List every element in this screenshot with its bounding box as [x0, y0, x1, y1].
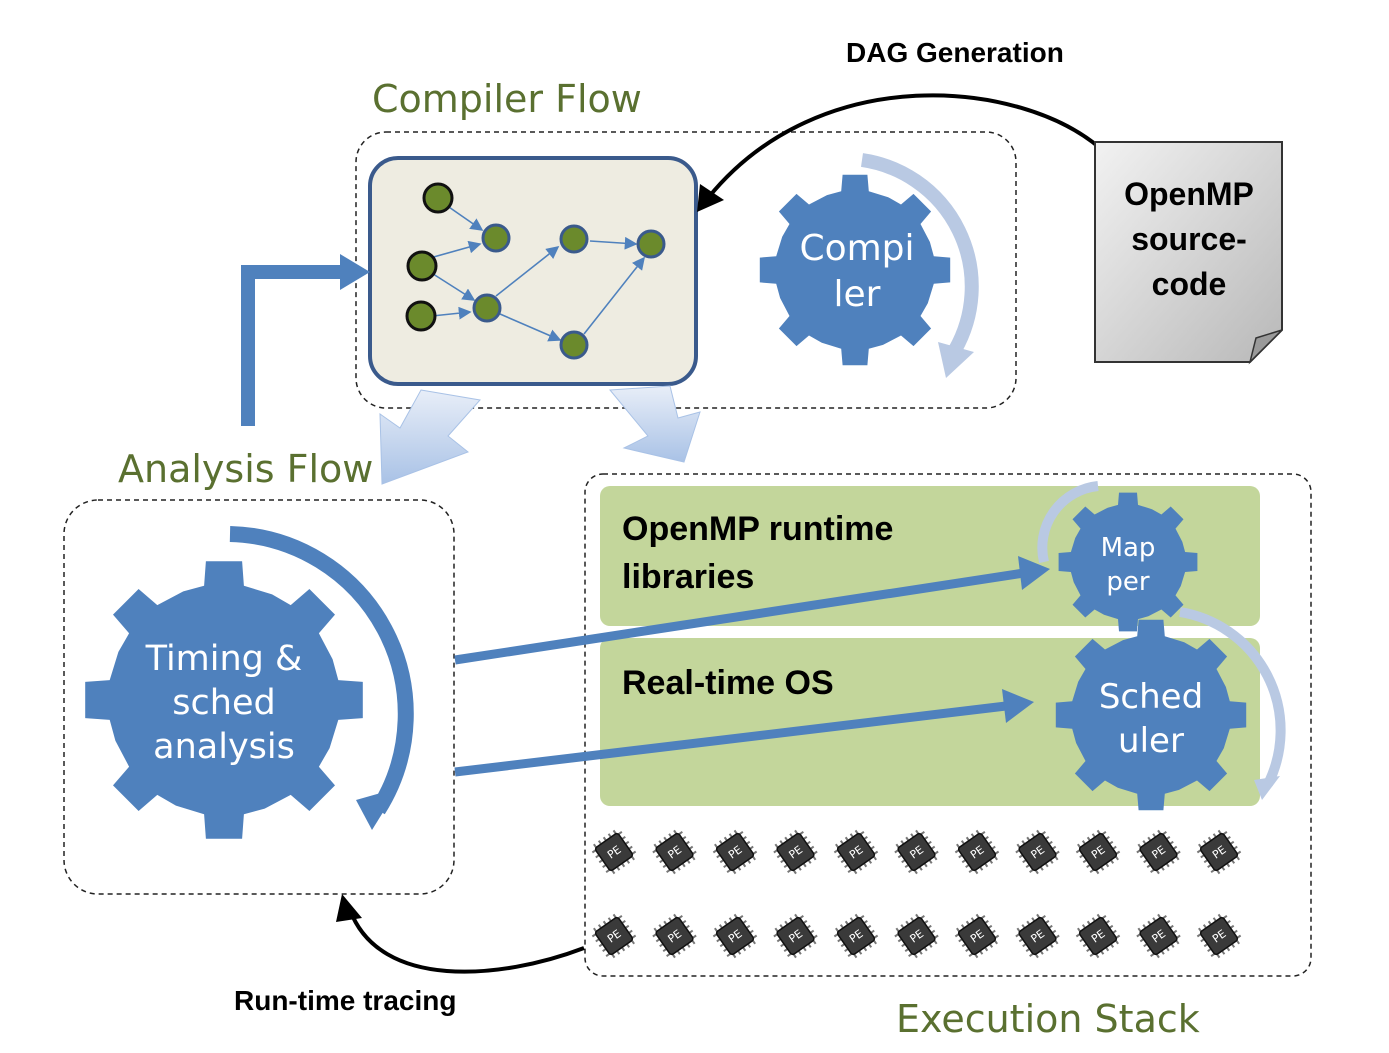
dag-node — [405, 300, 437, 332]
execution-stack-title: Execution Stack — [896, 997, 1200, 1041]
mapper-gear-label-2: per — [1106, 567, 1150, 597]
pe-chip-label: PE — [1149, 843, 1168, 861]
pe-chip-label: PE — [968, 927, 987, 945]
rtos-label: Real-time OS — [622, 664, 834, 702]
mapper-gear-icon — [1058, 492, 1198, 632]
timing-analysis-gear-icon — [85, 561, 363, 839]
source-doc-line-2: source- — [1131, 221, 1247, 257]
dag-node — [472, 293, 502, 323]
pe-chip-label: PE — [665, 927, 684, 945]
pe-chip-icon: PE — [1196, 913, 1242, 959]
pe-chip-icon: PE — [712, 913, 758, 959]
pe-chip-label: PE — [605, 927, 624, 945]
dag-generation-arrow — [706, 93, 1102, 200]
pe-chip-icon: PE — [894, 913, 939, 959]
pe-chip-icon: PE — [1015, 829, 1060, 875]
dag-nodes — [405, 182, 666, 360]
pe-chip-label: PE — [1210, 927, 1229, 945]
pe-chip-icon: PE — [954, 829, 1000, 875]
timing-gear-label-2: sched — [172, 683, 275, 723]
pe-chip-label: PE — [726, 843, 745, 861]
pe-chip-label: PE — [1028, 843, 1047, 861]
gear-body — [1058, 492, 1198, 632]
dag-generation-label: DAG Generation — [846, 37, 1064, 68]
analysis-to-compiler-arrow — [241, 265, 344, 426]
compiler-gear-icon — [759, 174, 951, 366]
dag-node — [636, 229, 666, 259]
timing-gear-label-1: Timing & — [145, 639, 303, 679]
pe-chip-label: PE — [726, 927, 745, 945]
pe-chip-icon: PE — [773, 829, 818, 875]
mapper-gear-label-1: Map — [1101, 533, 1156, 563]
dag-node — [559, 224, 589, 254]
pe-chip-icon: PE — [1196, 829, 1242, 875]
compiler-to-execution-arrow — [608, 385, 701, 463]
pe-chip-label: PE — [1089, 843, 1108, 861]
pe-chip-icon: PE — [712, 829, 758, 875]
scheduler-gear-label-1: Sched — [1099, 677, 1203, 717]
dag-node — [422, 182, 454, 214]
pe-chip-label: PE — [786, 843, 805, 861]
pe-chip-icon: PE — [1075, 913, 1121, 959]
pe-chip-label: PE — [907, 843, 926, 861]
pe-chip-icon: PE — [833, 829, 879, 875]
analysis-rotation-arrow — [229, 526, 414, 815]
gear-body — [759, 174, 951, 366]
pe-chip-label: PE — [605, 843, 624, 861]
pe-chip-icon: PE — [833, 913, 879, 959]
pe-chip-icon: PE — [954, 913, 1000, 959]
dag-panel — [368, 156, 698, 386]
compiler-gear-label-1: Compi — [799, 228, 914, 269]
run-time-tracing-label: Run-time tracing — [234, 985, 456, 1016]
gear-body — [1055, 619, 1247, 811]
analysis-to-mapper-arrow — [454, 568, 1025, 665]
source-doc-line-1: OpenMP — [1124, 176, 1254, 212]
pe-chip-icon: PE — [773, 913, 818, 959]
compiler-gear-label-2: ler — [834, 274, 881, 315]
dag-node — [559, 330, 589, 360]
scheduler-rotation-arrow — [1179, 607, 1286, 787]
dag-node — [406, 250, 438, 282]
timing-gear-label-3: analysis — [153, 727, 295, 767]
pe-chip-label: PE — [665, 843, 684, 861]
pe-chip-label: PE — [786, 927, 805, 945]
scheduler-gear-label-2: uler — [1118, 721, 1184, 761]
pe-chip-icon: PE — [591, 829, 637, 875]
dag-node — [481, 223, 511, 253]
pe-chip-label: PE — [847, 843, 866, 861]
analysis-to-scheduler-arrow — [454, 701, 1007, 777]
pe-chip-icon: PE — [591, 913, 637, 959]
compiler-to-analysis-arrow — [379, 389, 481, 485]
pe-chip-label: PE — [968, 843, 987, 861]
pe-chip-icon: PE — [1136, 913, 1181, 959]
source-doc-line-3: code — [1152, 266, 1227, 302]
compiler-flow-title: Compiler Flow — [372, 77, 642, 121]
runtime-libraries-label-2: libraries — [622, 558, 754, 596]
pe-chip-icon: PE — [1075, 829, 1121, 875]
pe-chip-icon: PE — [1015, 913, 1060, 959]
compiler-rotation-arrow — [860, 153, 979, 354]
mapper-rotation-arrow — [1037, 481, 1099, 564]
pe-chip-label: PE — [907, 927, 926, 945]
pe-chip-icon: PE — [1136, 829, 1181, 875]
analysis-flow-title: Analysis Flow — [118, 447, 373, 491]
pe-chip-label: PE — [1089, 927, 1108, 945]
pe-chip-icon: PE — [894, 829, 939, 875]
scheduler-gear-icon — [1055, 619, 1247, 811]
gear-body — [85, 561, 363, 839]
pe-chip-icon: PE — [652, 829, 697, 875]
pe-chip-label: PE — [1028, 927, 1047, 945]
processing-elements-grid: PE PE PE PE PE PE PE PE PE PE PE PE PE PE PE PE PE PE PE PE… — [591, 829, 1242, 959]
pe-chip-label: PE — [847, 927, 866, 945]
pe-chip-label: PE — [1149, 927, 1168, 945]
run-time-tracing-arrow — [348, 909, 585, 974]
dag-edges — [429, 204, 645, 342]
pe-chip-label: PE — [1210, 843, 1229, 861]
pe-chip-icon: PE — [652, 913, 697, 959]
runtime-libraries-label-1: OpenMP runtime — [622, 510, 893, 548]
